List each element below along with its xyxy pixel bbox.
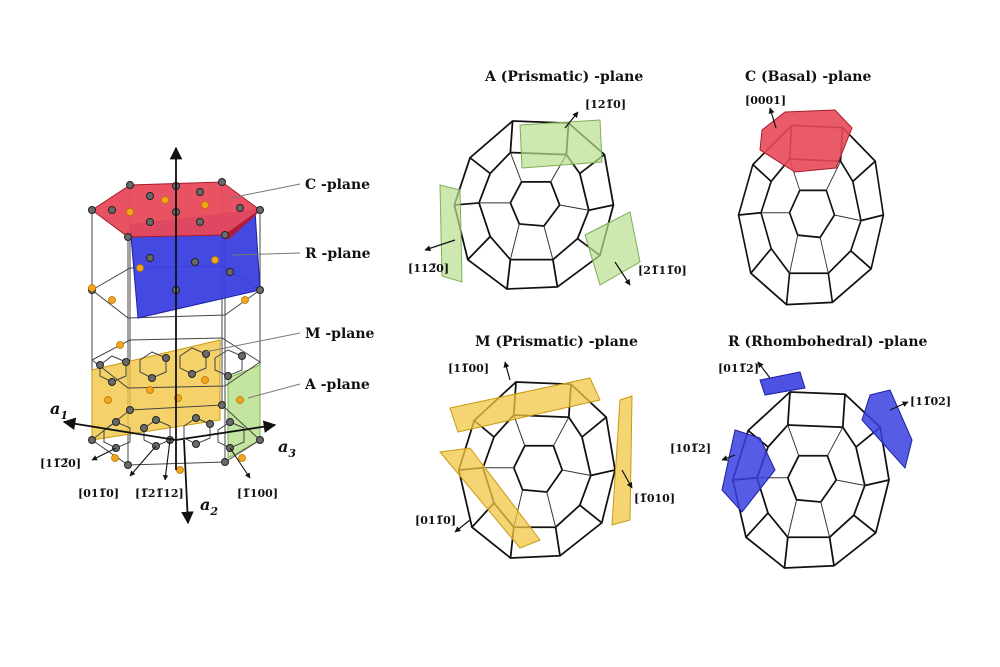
a1-axis-arrow xyxy=(62,417,177,441)
a-plane-region xyxy=(227,364,261,459)
m-plane-label: M -plane xyxy=(305,326,375,342)
a-plane-label: A -plane xyxy=(304,377,370,393)
dark-atoms xyxy=(88,178,264,469)
a2-axis-label: a2 xyxy=(200,495,218,518)
c-plane-label: C -plane xyxy=(305,177,370,193)
panel-m-dir-3: [011̅0] xyxy=(415,514,456,527)
panel-r-dir-1: [011̅2] xyxy=(718,362,759,375)
gold-atoms xyxy=(88,196,249,474)
panel-r-rhombohedral: R (Rhombohedral) -plane [011̅2] [11̅02] … xyxy=(670,334,951,569)
direction-arrows xyxy=(91,439,251,481)
panel-c-title: C (Basal) -plane xyxy=(745,69,871,85)
panel-a-dir-1: [121̅0] xyxy=(585,98,626,111)
panel-a-prismatic: A (Prismatic) -plane [121̅0] [112̅0] [21… xyxy=(408,69,687,290)
panel-m-plane-right xyxy=(611,395,633,526)
c-plane-edge-highlight xyxy=(225,210,260,240)
direction-label-1100: [1̅100] xyxy=(237,487,278,500)
direction-label-01-1-0: [011̅0] xyxy=(78,487,119,500)
panel-a-dir-3: [21̅11̅0] xyxy=(638,264,687,277)
panel-r-plane-right xyxy=(861,389,913,470)
panel-m-plane-bottom xyxy=(439,447,541,549)
plane-leader-lines xyxy=(204,183,301,399)
a1-axis-label: a1 xyxy=(50,399,68,422)
a2-axis-arrow xyxy=(181,439,194,525)
panel-r-plane-left xyxy=(721,429,776,513)
panel-a-plane-left xyxy=(439,184,463,283)
panel-m-dir-2: [1̅010] xyxy=(634,492,675,505)
panel-c-plane xyxy=(759,109,853,173)
direction-label-1-21-2: [1̅21̅12] xyxy=(135,487,184,500)
direction-label-11-2-0: [11̅2̅0] xyxy=(40,457,81,470)
panel-m-plane-top xyxy=(449,377,601,433)
panel-c-basal: C (Basal) -plane [0001] xyxy=(737,69,885,306)
panel-r-title: R (Rhombohedral) -plane xyxy=(728,334,928,350)
panel-m-title: M (Prismatic) -plane xyxy=(475,334,638,350)
r-plane-label: R -plane xyxy=(305,246,371,262)
hexagonal-unit-cell xyxy=(62,146,301,525)
a3-axis-arrow xyxy=(175,420,277,441)
panel-a-plane-right xyxy=(584,211,641,286)
panel-r-dir-3: [101̅2] xyxy=(670,442,711,455)
panel-c-dir-1: [0001] xyxy=(745,94,786,107)
panel-a-dir-2: [112̅0] xyxy=(408,262,449,275)
panel-a-title: A (Prismatic) -plane xyxy=(484,69,643,85)
panel-m-prismatic: M (Prismatic) -plane [11̅00] [1̅010] [01… xyxy=(415,334,675,559)
panel-m-dir-1: [11̅00] xyxy=(448,362,489,375)
lower-hexagon xyxy=(91,337,261,389)
panel-r-plane-top xyxy=(759,371,806,396)
panel-a-plane-top xyxy=(519,119,603,169)
panel-r-dir-2: [11̅02] xyxy=(910,395,951,408)
a3-axis-label: a3 xyxy=(278,437,296,460)
